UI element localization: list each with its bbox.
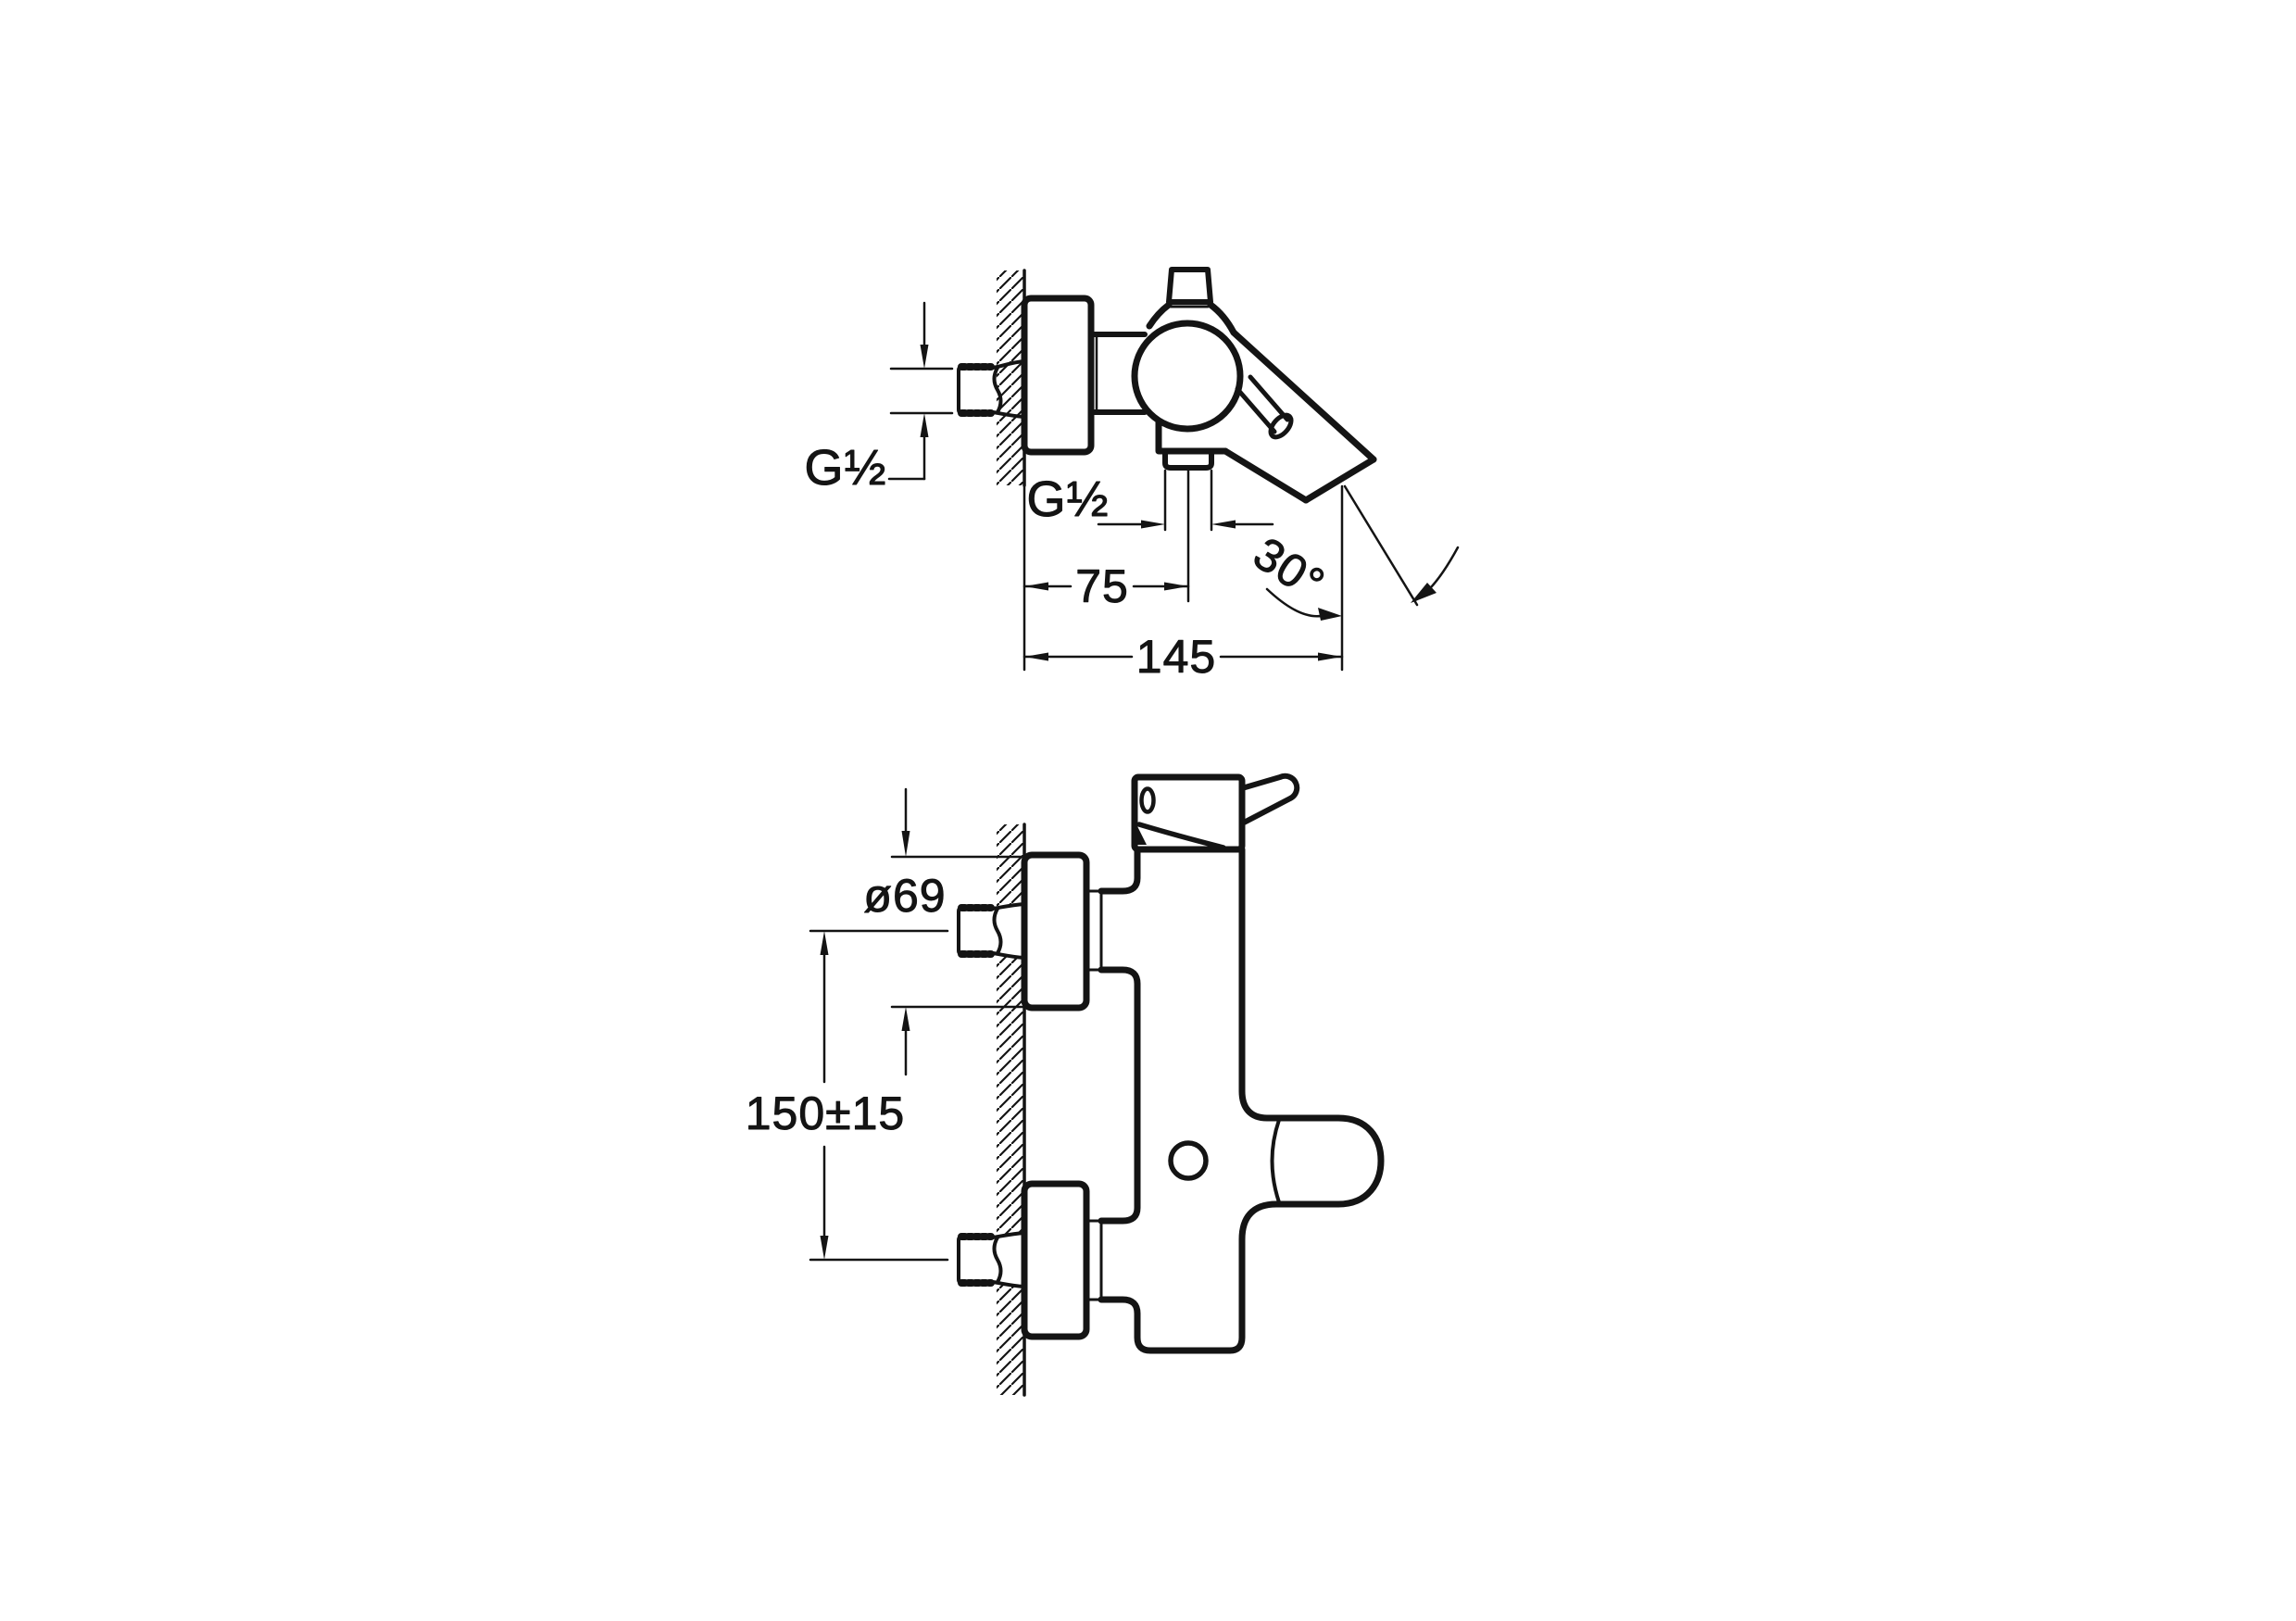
neck-lines [1085,889,1103,1301]
lower-escutcheon [1021,1180,1090,1340]
spout-inner-curve [1270,1118,1281,1204]
dim-150 [809,929,949,1262]
handle-lever [1239,773,1300,825]
dim-angle-30 [1265,484,1460,621]
spout [1155,329,1377,504]
dim-150-label: 150±15 [746,1087,905,1139]
dim-75-label: 75 [1075,560,1129,612]
connector-pipe [1088,332,1148,415]
dim-outlet-thread [1097,469,1274,603]
diverter-circle [1168,1140,1209,1181]
outlet-stub [1162,448,1214,471]
front-body-outline [1098,846,1385,1354]
dim-75 [1023,582,1190,591]
dim-69-label: ø69 [863,870,946,922]
dim-angle-label: 30° [1245,527,1334,610]
handle-knob [1146,267,1237,336]
dim-inlet-thread [887,301,954,481]
front-handle [1131,773,1300,853]
front-view-drawing: ø69 150±15 [745,773,1385,1397]
outlet-thread-label: G½ [1026,471,1109,527]
upper-escutcheon [1021,851,1090,1012]
aerator-tube-line [1235,386,1277,434]
wall-hatch-top [997,270,1024,485]
aerator-cap [1268,412,1294,440]
lower-nipple [957,1231,1026,1288]
wall-hatch-bottom [997,1285,1024,1395]
upper-nipple [957,902,1026,960]
dim-145 [1023,484,1344,672]
handle-dot [1139,786,1156,814]
dim-145-label: 145 [1136,631,1216,683]
wall-hatch-bottom [997,956,1024,1235]
side-view-drawing: G½ G½ 75 145 30° [804,267,1460,684]
dim-69 [890,787,1026,1076]
inlet-thread-label: G½ [804,440,886,496]
inlet-nipple [957,359,1026,419]
aerator-tube-line [1248,374,1290,422]
wall-hatch-bottom [997,824,1024,906]
side-escutcheon [1021,295,1095,456]
valve-body-circle [1131,320,1244,433]
